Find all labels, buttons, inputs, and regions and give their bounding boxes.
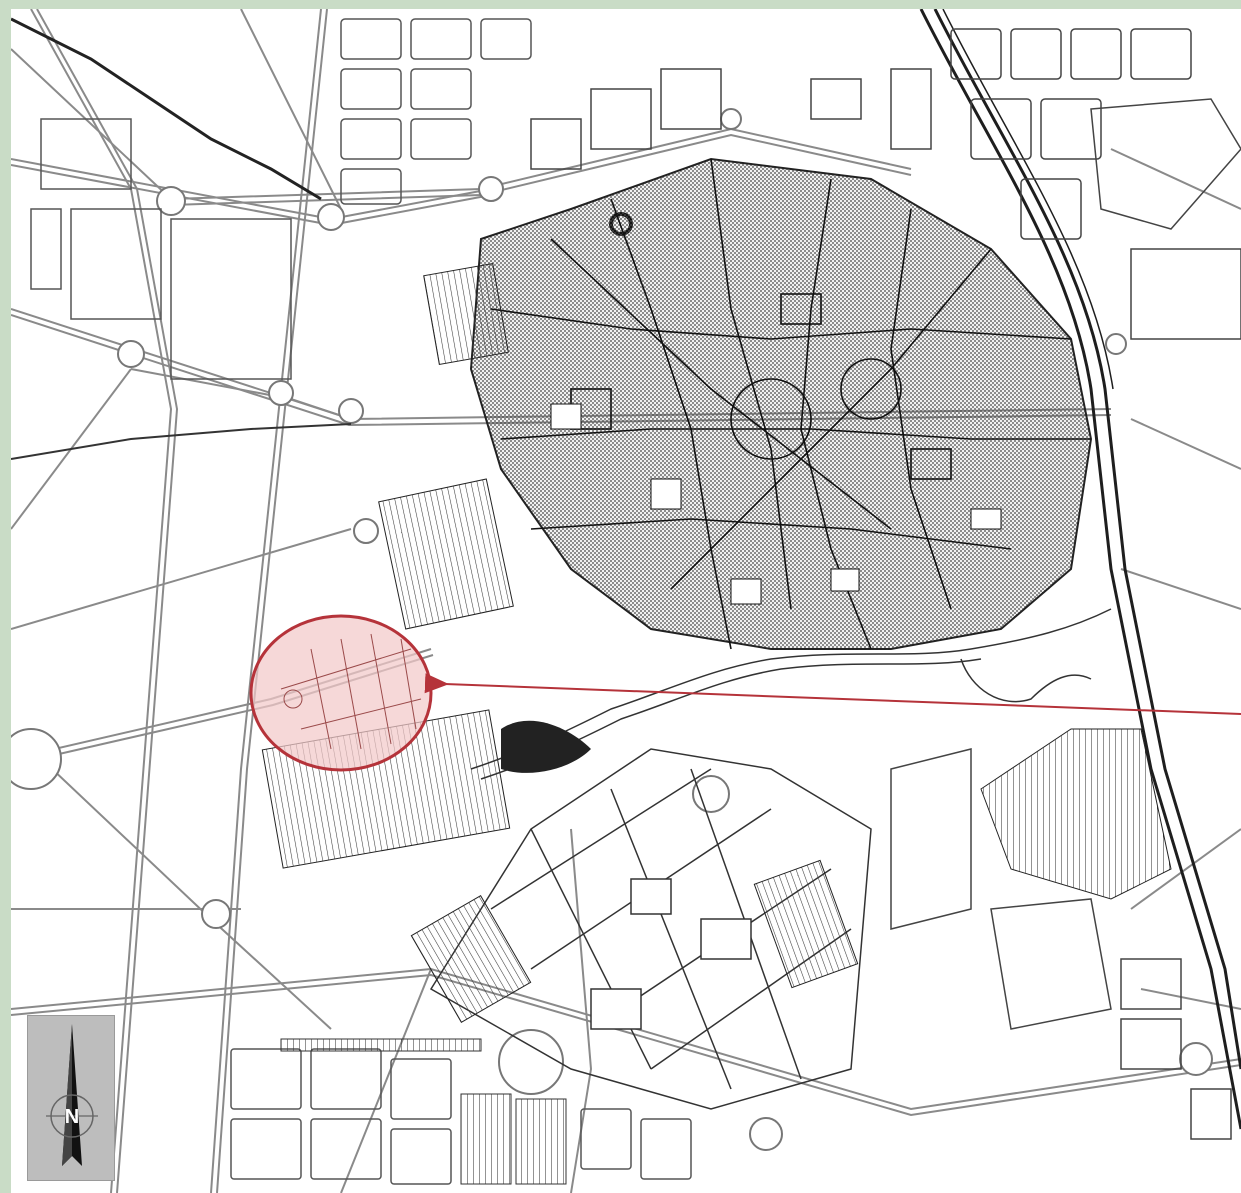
south-west-grid [230,1048,692,1185]
east-estate [980,728,1172,900]
north-east-blocks [530,28,1241,340]
east-blocks [890,748,1232,1140]
street-map[interactable] [11,9,1241,1193]
track-line-2 [11,423,352,460]
south-west-hatched [280,1038,567,1185]
south-hatched [410,859,859,1023]
north-west-blocks [30,18,532,380]
north-arrow-panel: N [27,1015,115,1181]
west-residential [261,263,514,869]
city-core [469,157,1093,650]
roundabouts [11,108,1213,1151]
north-arrow-icon: N [46,1024,98,1166]
highlight-inner-streets [280,633,422,750]
north-letter: N [65,1106,79,1128]
track-line [11,17,322,201]
south-district [429,748,872,1110]
pointer-arrow-icon [424,673,1241,715]
map-canvas[interactable] [11,9,1241,1193]
railway [919,9,1241,1130]
park-feature [501,720,591,773]
